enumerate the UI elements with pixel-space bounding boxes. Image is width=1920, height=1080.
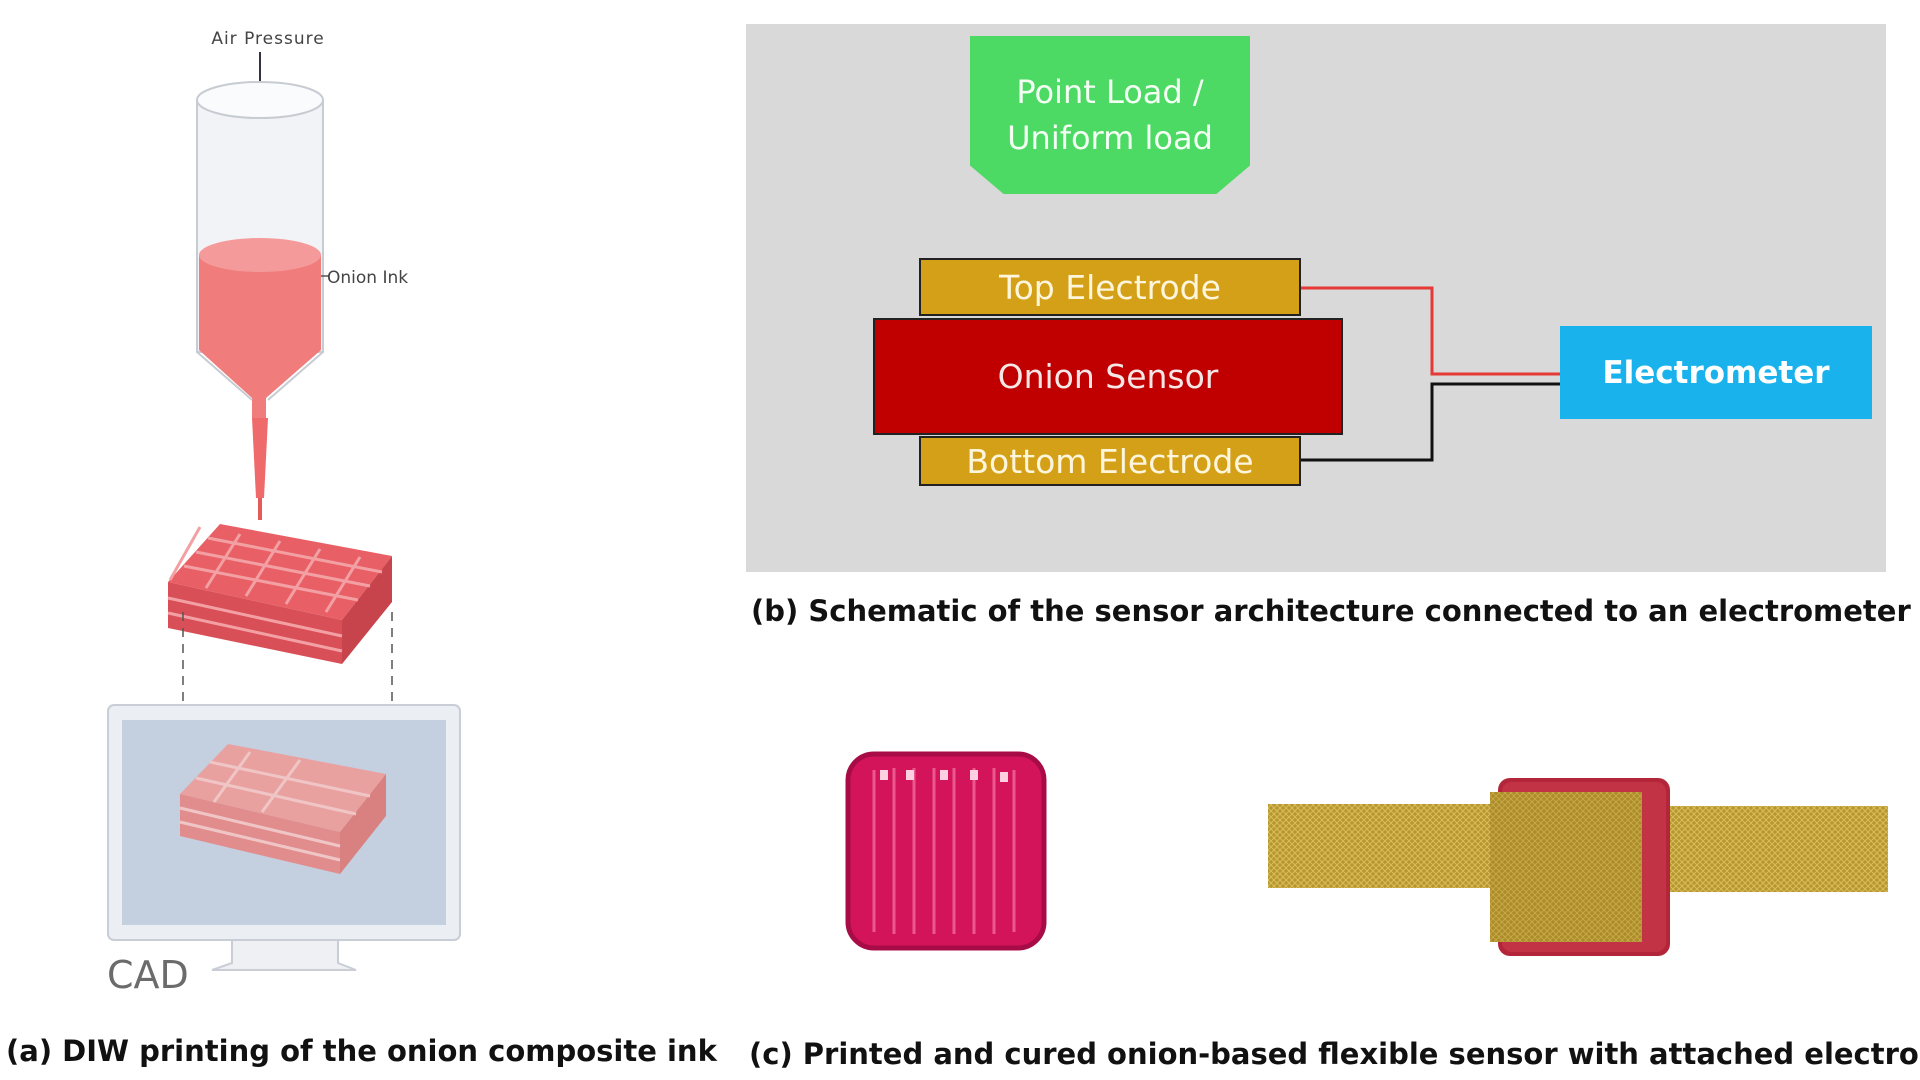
syringe-cone — [196, 351, 324, 401]
top-electrode: Top Electrode — [919, 258, 1301, 316]
bottom-electrode: Bottom Electrode — [919, 436, 1301, 486]
cad-model — [179, 744, 386, 874]
printed-lattice — [167, 524, 392, 664]
syringe-top — [196, 81, 324, 119]
air-pressure-label: Air Pressure — [211, 29, 324, 49]
sensor-with-electrodes-photo — [1268, 778, 1888, 956]
point-load-box: Point Load / Uniform load — [970, 36, 1250, 194]
onion-ink-surface — [199, 238, 321, 272]
caption-a: (a) DIW printing of the onion composite … — [6, 1034, 717, 1068]
diw-printing-illustration: Air Pressure Onion Ink — [107, 29, 461, 997]
caption-b: (b) Schematic of the sensor architecture… — [751, 594, 1911, 628]
onion-ink-label: Onion Ink — [327, 268, 408, 288]
nozzle — [252, 418, 268, 498]
cad-label: CAD — [107, 953, 189, 997]
printed-sensor-photo — [845, 751, 1047, 951]
electrometer: Electrometer — [1560, 326, 1872, 419]
caption-c: (c) Printed and cured onion-based flexib… — [749, 1037, 1920, 1071]
schematic-background — [746, 24, 1886, 572]
onion-ink — [199, 255, 321, 418]
onion-sensor: Onion Sensor — [873, 318, 1343, 435]
filament — [258, 498, 262, 520]
load-label-line2: Uniform load — [1007, 119, 1213, 157]
load-label-line1: Point Load / — [1016, 73, 1204, 111]
cad-monitor-stand — [211, 939, 357, 971]
